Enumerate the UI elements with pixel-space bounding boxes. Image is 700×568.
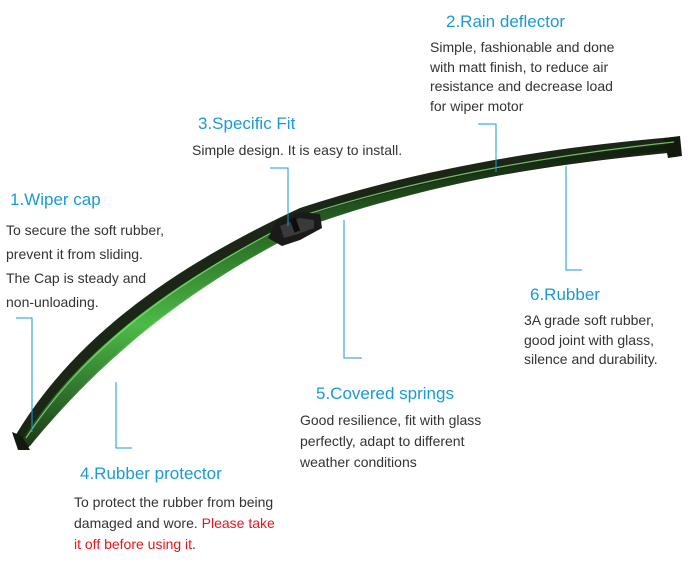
rubber-line-1: 3A grade soft rubber,: [524, 312, 654, 328]
rubber-protector-warning-part-2: it off before using it: [74, 536, 193, 552]
leader-lines: [16, 123, 582, 449]
covered-springs-description: Good resilience, fit with glass perfectl…: [300, 410, 481, 473]
specific-fit-line-1: Simple design. It is easy to install.: [192, 142, 403, 158]
leader-rain-deflector: [478, 123, 497, 172]
rubber-title: 6.Rubber: [530, 285, 600, 304]
leader-specific-fit: [270, 167, 289, 226]
blade-end-cap-right: [664, 136, 682, 158]
rubber-protector-title: 4.Rubber protector: [80, 464, 222, 483]
rubber-protector-line-2: damaged and wore. Please take: [74, 513, 275, 534]
rubber-protector-line-3-end: .: [192, 536, 196, 552]
covered-springs-line-1: Good resilience, fit with glass: [300, 412, 482, 428]
blade-end-cap-left: [12, 432, 30, 450]
covered-springs-line-2: perfectly, adapt to different: [300, 433, 465, 449]
rubber-description: 3A grade soft rubber, good joint with gl…: [524, 311, 658, 370]
leader-rubber: [565, 166, 582, 271]
leader-wiper-cap: [16, 317, 33, 432]
rubber-protector-warning-part-1: Please take: [201, 515, 275, 531]
wiper-adapter: [268, 212, 322, 246]
leader-covered-springs: [343, 220, 362, 359]
rubber-line-3: silence and durability.: [524, 351, 658, 367]
rain-deflector-line-3: resistance and decrease load: [430, 78, 613, 94]
rubber-protector-description: To protect the rubber from being damaged…: [74, 492, 275, 555]
blade-green-strip: [22, 144, 676, 446]
rubber-protector-line-2-normal: damaged and wore.: [74, 515, 202, 531]
rubber-line-2: good joint with glass,: [524, 331, 654, 348]
rain-deflector-line-2: with matt finish, to reduce air: [430, 58, 609, 75]
rain-deflector-line-4: for wiper motor: [430, 97, 524, 114]
rubber-protector-line-1: To protect the rubber from being: [74, 494, 274, 510]
wiper-cap-title: 1.Wiper cap: [10, 190, 101, 209]
specific-fit-description: Simple design. It is easy to install.: [192, 141, 402, 161]
blade-body: [14, 137, 678, 448]
wiper-cap-line-4: non-unloading.: [6, 294, 99, 310]
wiper-cap-line-3: The Cap is steady and: [6, 270, 147, 286]
covered-springs-line-3: weather conditions: [300, 454, 417, 470]
rubber-protector-line-3: it off before using it.: [74, 534, 275, 555]
wiper-cap-description: To secure the soft rubber, prevent it fr…: [6, 218, 164, 314]
wiper-cap-line-1: To secure the soft rubber,: [6, 222, 164, 238]
rain-deflector-description: Simple, fashionable and done with matt f…: [430, 38, 614, 116]
rain-deflector-title: 2.Rain deflector: [446, 12, 566, 31]
specific-fit-title: 3.Specific Fit: [198, 114, 296, 133]
wiper-blade: [12, 136, 682, 450]
covered-springs-title: 5.Covered springs: [316, 384, 454, 403]
wiper-cap-line-2: prevent it from sliding.: [6, 246, 143, 262]
rain-deflector-line-1: Simple, fashionable and done: [430, 39, 615, 55]
leader-rubber-protector: [115, 382, 132, 449]
